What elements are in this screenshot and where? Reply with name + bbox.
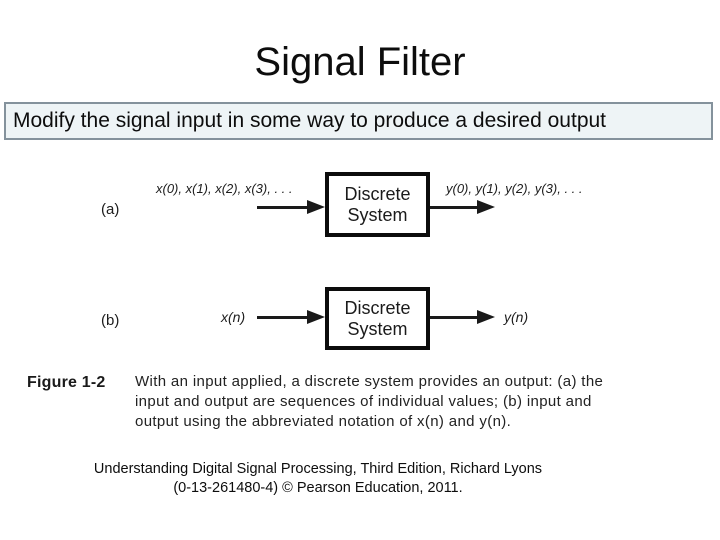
attribution-line-2: (0-13-261480-4) © Pearson Education, 201… bbox=[173, 479, 463, 496]
diagram-a-output-arrow-line bbox=[430, 206, 477, 209]
diagram-b-box-line1: Discrete bbox=[344, 297, 411, 318]
diagram-a-input-sequence: x(0), x(1), x(2), x(3), . . . bbox=[156, 181, 293, 196]
diagram-a-input-arrowhead-icon bbox=[307, 200, 325, 214]
diagram-row-a-label: (a) bbox=[101, 201, 120, 218]
subtitle-box: Modify the signal input in some way to p… bbox=[4, 102, 713, 140]
diagram-a-output-arrowhead-icon bbox=[477, 200, 495, 214]
figure-caption-line-2: input and output are sequences of indivi… bbox=[135, 393, 592, 410]
figure-caption: With an input applied, a discrete system… bbox=[135, 372, 705, 432]
diagram-b-input-arrowhead-icon bbox=[307, 310, 325, 324]
diagram-a-discrete-system-box: Discrete System bbox=[325, 172, 430, 237]
figure-label: Figure 1-2 bbox=[27, 374, 106, 391]
diagram-row-b-label: (b) bbox=[101, 312, 120, 329]
diagram-b-output-label: y(n) bbox=[504, 309, 529, 325]
figure-caption-line-1: With an input applied, a discrete system… bbox=[135, 373, 604, 390]
diagram-b-box-line2: System bbox=[347, 318, 408, 339]
slide-title: Signal Filter bbox=[254, 40, 466, 84]
diagram-a-output-sequence: y(0), y(1), y(2), y(3), . . . bbox=[446, 181, 583, 196]
diagram-b-input-label: x(n) bbox=[221, 309, 246, 325]
diagram-a-input-arrow-line bbox=[257, 206, 309, 209]
figure-caption-line-3: output using the abbreviated notation of… bbox=[135, 413, 512, 430]
diagram-b-output-arrowhead-icon bbox=[477, 310, 495, 324]
diagram-b-output-arrow-line bbox=[430, 316, 477, 319]
diagram-a-box-line1: Discrete bbox=[344, 183, 411, 204]
attribution-line-1: Understanding Digital Signal Processing,… bbox=[93, 461, 543, 477]
diagram-b-input-arrow-line bbox=[257, 316, 309, 319]
attribution: Understanding Digital Signal Processing,… bbox=[0, 460, 636, 497]
diagram-a-box-line2: System bbox=[347, 204, 408, 225]
diagram-b-discrete-system-box: Discrete System bbox=[325, 287, 430, 350]
